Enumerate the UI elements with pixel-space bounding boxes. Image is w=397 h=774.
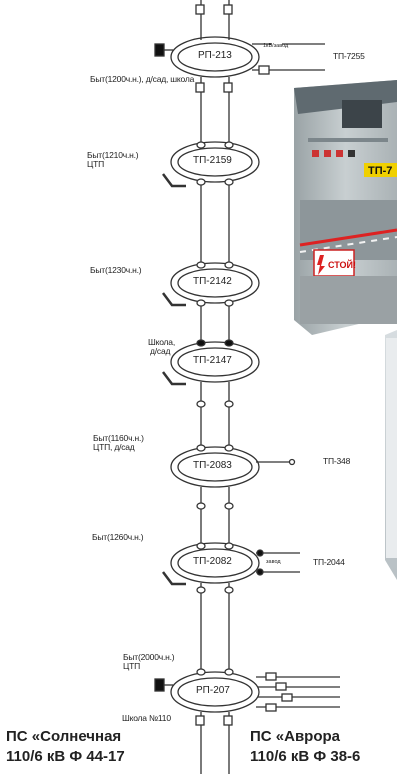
substation-rp213-name: РП-213 bbox=[198, 50, 232, 61]
line-label-top: 1кВ/завод bbox=[263, 43, 289, 49]
tp2083-load-note-2: ЦТП, д/сад bbox=[93, 442, 135, 452]
tp2159-load-note-1: Быт(1210ч.н.) bbox=[87, 150, 139, 160]
plate-text: ТП-7 bbox=[368, 165, 392, 177]
bottom-load-note: Школа №110 bbox=[122, 713, 171, 723]
source-left-feeder: 110/6 кВ Ф 44-17 bbox=[6, 748, 125, 765]
external-tp7255: ТП-7255 bbox=[333, 51, 365, 61]
tp2147-load-note-1: Школа, bbox=[148, 337, 175, 347]
substation-tp2147-name: ТП-2147 bbox=[193, 355, 232, 366]
substation-tp2082-name: ТП-2082 bbox=[193, 556, 232, 567]
warning-sign-text: СТОЙ! bbox=[328, 259, 356, 270]
external-tp348: ТП-348 bbox=[323, 456, 351, 466]
tp2083-load-note-1: Быт(1160ч.н.) bbox=[93, 433, 144, 443]
line-label-mid: завод bbox=[266, 559, 281, 565]
substation-tp2083-name: ТП-2083 bbox=[193, 460, 232, 471]
tp2147-load-note-2: д/сад bbox=[150, 346, 171, 356]
tp2142-load-note: Быт(1230ч.н.) bbox=[90, 265, 142, 275]
rp207-load-note-2: ЦТП bbox=[123, 661, 140, 671]
switchgear-photo: ТП-7 СТОЙ! bbox=[272, 80, 397, 580]
substation-tp2159-name: ТП-2159 bbox=[193, 155, 232, 166]
source-right-feeder: 110/6 кВ Ф 38-6 bbox=[250, 748, 361, 765]
external-tp2044: ТП-2044 bbox=[313, 557, 345, 567]
source-left-name: ПС «Солнечная bbox=[6, 728, 122, 745]
substation-tp2142-name: ТП-2142 bbox=[193, 276, 232, 287]
tp2159-load-note-2: ЦТП bbox=[87, 159, 104, 169]
source-right-name: ПС «Аврора bbox=[250, 728, 341, 745]
substation-rp207-name: РП-207 bbox=[196, 685, 230, 696]
tp2082-load-note: Быт(1260ч.н.) bbox=[92, 532, 144, 542]
rp213-load-note: Быт(1200ч.н.), д/сад, школа bbox=[90, 74, 195, 84]
rp207-load-note-1: Быт(2000ч.н.) bbox=[123, 652, 175, 662]
